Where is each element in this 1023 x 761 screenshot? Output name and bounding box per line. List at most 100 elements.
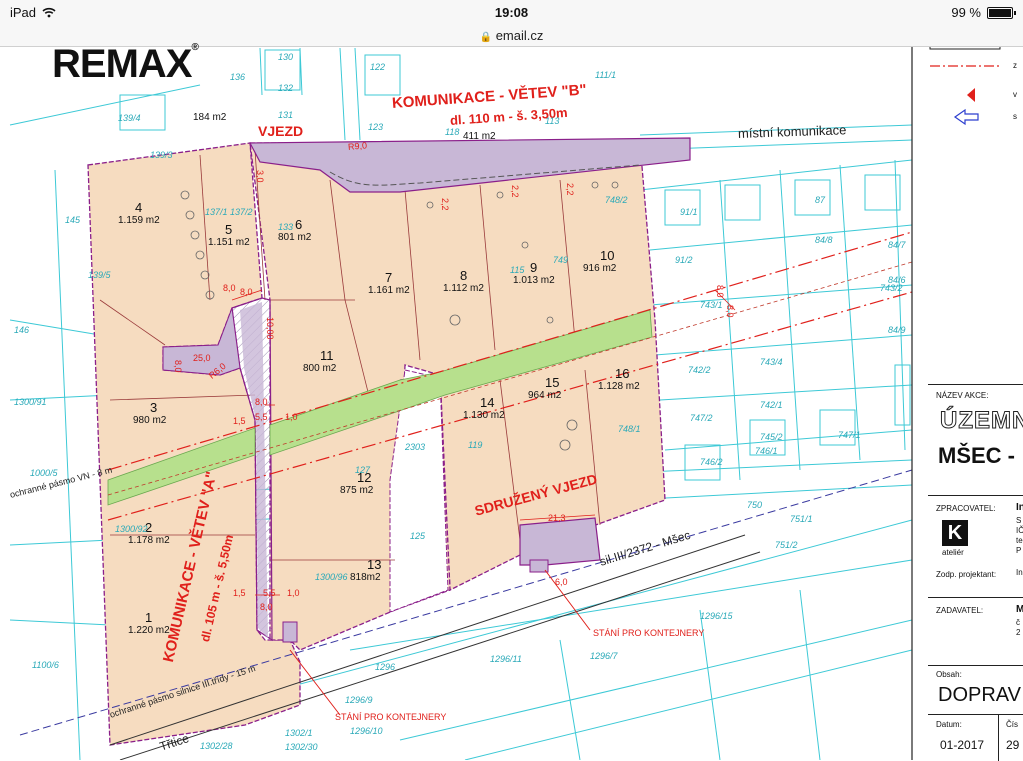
dimension-label: 1,5 [233, 416, 246, 426]
designer-value: In [1016, 568, 1023, 577]
content-value: DOPRAV [938, 684, 1021, 706]
address-bar[interactable]: 🔒 email.cz [0, 26, 1023, 47]
parcel-id: 751/1 [790, 514, 813, 524]
clock: 19:08 [494, 5, 529, 20]
legend-text-2: v [1013, 90, 1017, 99]
callout-line-2 [544, 569, 591, 631]
dimension-label: 1,0 [285, 412, 298, 422]
dimension-label: 1,0 [287, 588, 300, 598]
plot-area: 184 m2 [193, 112, 227, 123]
road-protection-line [19, 469, 913, 736]
green-strip-left [107, 427, 256, 506]
zone-label-hv: ochranné pásmo VN - 8 m [8, 464, 114, 500]
shared-driveway[interactable] [519, 517, 601, 566]
client-detail-2: 2 [1016, 628, 1021, 637]
parcel-id: 133 [278, 222, 294, 232]
plot-area: 801 m2 [278, 232, 312, 243]
parcel-id: 122 [370, 62, 386, 72]
wifi-icon [42, 7, 56, 18]
turning-area [162, 307, 241, 376]
logo-text: REMAX [52, 42, 192, 86]
parcel-id: 1302/1 [285, 728, 313, 738]
date-label: Datum: [936, 720, 962, 729]
main-road-lines [109, 534, 761, 760]
parcel-id: 111/1 [595, 70, 617, 80]
parcel-id: 747/1 [838, 430, 861, 440]
parcel-id: 746/1 [755, 446, 778, 456]
processor-detail-2: IČ [1016, 526, 1023, 535]
parcel-id: 1300/96 [315, 572, 348, 582]
parcel-id: 1296 [375, 662, 396, 672]
processor-detail-1: S [1016, 516, 1022, 525]
dimension-label: 2,2 [440, 198, 450, 211]
plot-number-14: 14 [480, 395, 495, 410]
action-title-bold: MŠEC - [938, 443, 1015, 468]
plot-area: 1.161 m2 [368, 285, 410, 296]
dimension-label: 21,3 [548, 513, 566, 523]
dimension-label: 8,0 [240, 287, 253, 297]
parcel-id: 1300/91 [14, 397, 47, 407]
tree-symbols [180, 181, 619, 451]
dimension-label: 8,0 [223, 283, 236, 293]
device-name: iPad [10, 5, 37, 20]
plot-number-2: 2 [145, 520, 153, 535]
dimension-label: 2,2 [510, 185, 520, 198]
parcel-id: 91/2 [675, 255, 693, 265]
plot-number-3: 3 [150, 400, 158, 415]
road-centerline-b [329, 164, 641, 186]
parcel-id: 1302/30 [285, 742, 318, 752]
battery-icon [987, 6, 1016, 19]
plot-number-6: 6 [295, 217, 303, 232]
dimension-label: 1,5 [233, 588, 246, 598]
plot-area: 1.178 m2 [128, 535, 170, 546]
designer-label: Zodp. projektant: [936, 570, 997, 579]
status-right: 99 % [951, 5, 1016, 20]
dimension-label: 5,5 [255, 412, 268, 422]
road-label-local: místní komunikace [737, 122, 847, 141]
plot-number-16: 16 [615, 366, 630, 381]
parcel-id: 123 [368, 122, 384, 132]
processor-detail-3: te [1016, 536, 1023, 545]
plot-area: 1.128 m2 [598, 381, 640, 392]
plot-area: 818m2 [350, 572, 381, 583]
zone-label-road: ochranné pásmo silnice III.třídy - 15 m [108, 663, 257, 720]
dimension-label: 5,5 [263, 588, 276, 598]
plot-area: 964 m2 [528, 390, 562, 401]
url-display[interactable]: 🔒 email.cz [0, 28, 1023, 43]
parcel-id: 84/7 [888, 240, 906, 250]
plot-area: 916 m2 [583, 263, 617, 274]
parcel-id: 118 [445, 127, 460, 137]
dimension-lines [231, 289, 736, 596]
remax-logo: REMAX® [52, 42, 199, 87]
legend-box [929, 47, 1001, 50]
building-outlines [119, 49, 911, 481]
parcel-id: 91/1 [680, 207, 698, 217]
client-value: M [1016, 604, 1023, 615]
processor-detail-4: P [1016, 546, 1022, 555]
parcel-id: 84/8 [815, 235, 833, 245]
parcel-id: 751/2 [775, 540, 798, 550]
parcel-id: 1296/15 [700, 611, 733, 621]
parcel-id: 131 [278, 110, 294, 120]
parcel-id: 84/9 [888, 325, 906, 335]
dimension-label: R6,0 [206, 360, 228, 381]
action-title-outline: ÚZEMN [939, 407, 1023, 435]
parcel-id: 748/1 [618, 424, 641, 434]
lock-icon: 🔒 [479, 32, 493, 43]
plot-area: 1.159 m2 [118, 215, 160, 226]
road-branch-b[interactable] [249, 137, 691, 193]
dimension-label: 25,0 [193, 353, 211, 363]
plot-area: 1.013 m2 [513, 275, 555, 286]
parcel-id: 1296/7 [590, 651, 618, 661]
content-label: Obsah: [936, 670, 962, 679]
parcel-id: 1100/6 [32, 660, 59, 670]
parcel-id: 145 [65, 215, 81, 225]
plot-number-7: 7 [385, 270, 393, 285]
parcel-id: 1302/28 [200, 741, 233, 751]
processor-label: ZPRACOVATEL: [936, 504, 996, 513]
parcel-id: 743/1 [700, 300, 723, 310]
plot-number-4: 4 [135, 200, 143, 215]
plot-number-13: 13 [367, 557, 382, 572]
container-spot-2 [529, 559, 549, 573]
